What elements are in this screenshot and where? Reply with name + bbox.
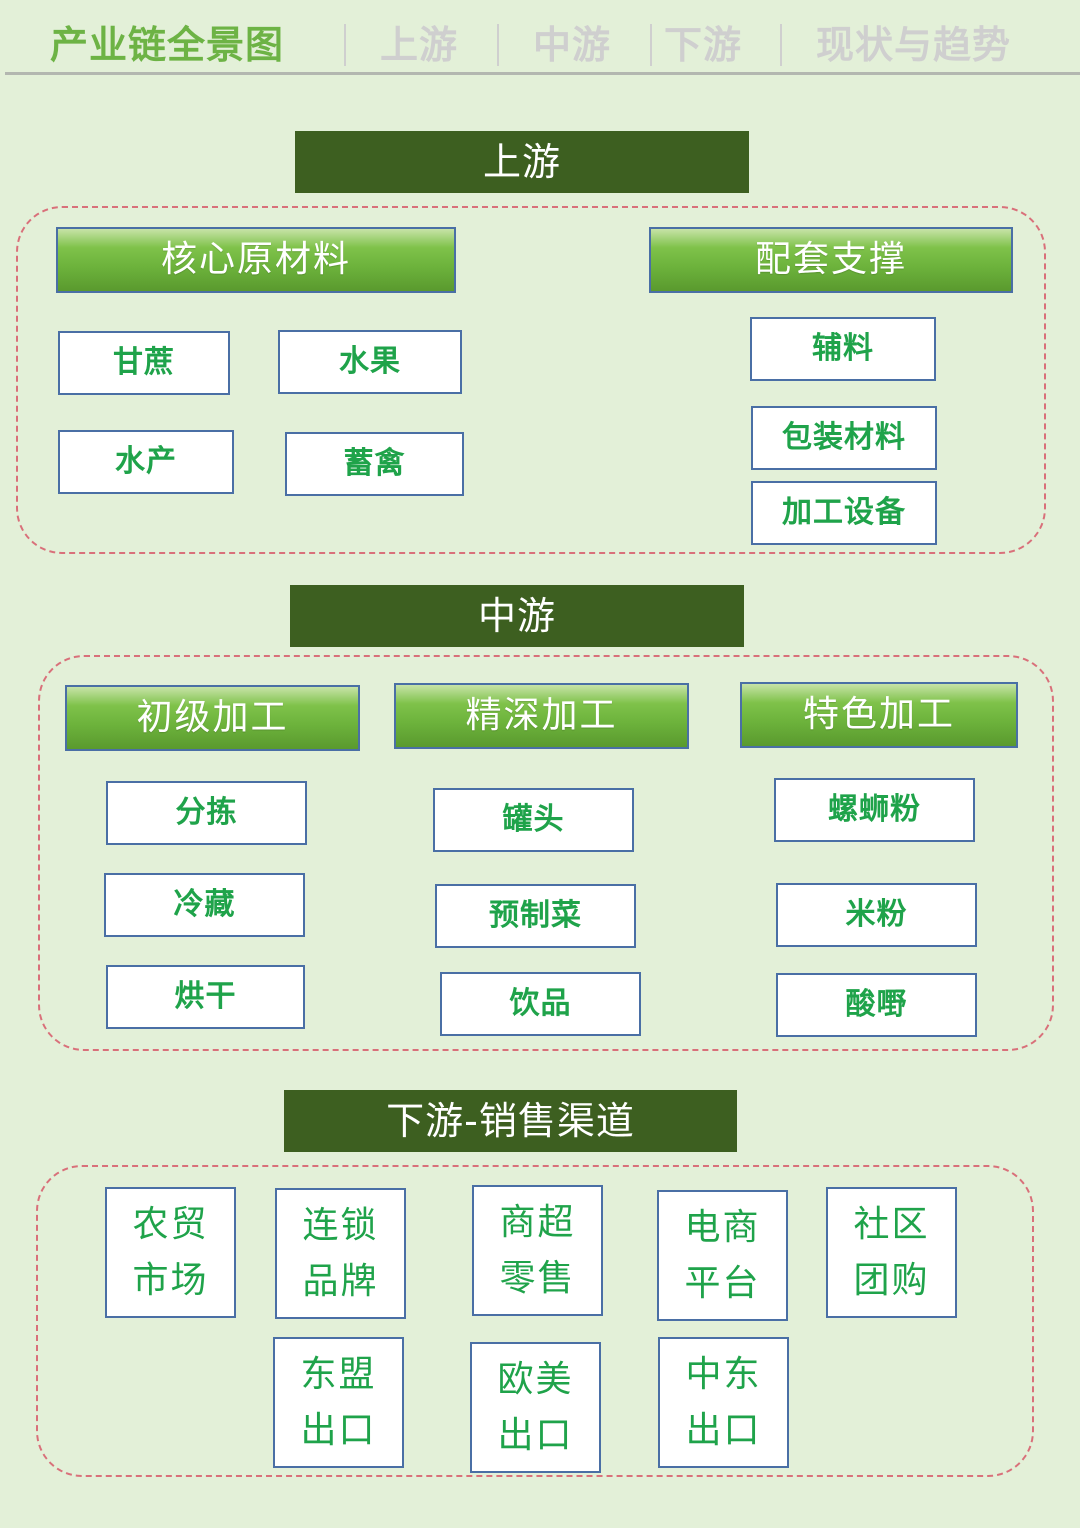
item-prepared-meals: 预制菜 bbox=[435, 884, 636, 948]
nav-tab-overview[interactable]: 产业链全景图 bbox=[50, 23, 285, 67]
item-packaging: 包装材料 bbox=[751, 406, 937, 470]
item-sugarcane: 甘蔗 bbox=[58, 331, 230, 395]
channel-asean-export: 东盟出口 bbox=[273, 1337, 404, 1468]
item-beverages: 饮品 bbox=[440, 972, 641, 1036]
nav-tab-downstream[interactable]: 下游 bbox=[664, 23, 743, 67]
channel-middle-east-export: 中东出口 bbox=[658, 1337, 789, 1468]
category-primary-processing: 初级加工 bbox=[65, 685, 360, 751]
nav-divider bbox=[344, 24, 346, 66]
nav-tab-upstream[interactable]: 上游 bbox=[380, 23, 459, 67]
upstream-group bbox=[16, 206, 1046, 554]
item-auxiliary: 辅料 bbox=[750, 317, 936, 381]
category-specialty-processing: 特色加工 bbox=[740, 682, 1018, 748]
item-aquatic: 水产 bbox=[58, 430, 234, 494]
upstream-banner: 上游 bbox=[295, 131, 749, 193]
item-drying: 烘干 bbox=[106, 965, 305, 1029]
nav-tab-midstream[interactable]: 中游 bbox=[533, 23, 612, 67]
category-core-materials: 核心原材料 bbox=[56, 227, 456, 293]
item-cold-storage: 冷藏 bbox=[104, 873, 305, 937]
nav-divider bbox=[497, 24, 499, 66]
item-equipment: 加工设备 bbox=[751, 481, 937, 545]
channel-community-group-buying: 社区团购 bbox=[826, 1187, 957, 1318]
midstream-banner: 中游 bbox=[290, 585, 744, 647]
item-livestock: 蓄禽 bbox=[285, 432, 464, 496]
downstream-group bbox=[36, 1165, 1034, 1477]
item-canned: 罐头 bbox=[433, 788, 634, 852]
channel-farmers-market: 农贸市场 bbox=[105, 1187, 236, 1318]
category-support: 配套支撑 bbox=[649, 227, 1013, 293]
channel-chain-brands: 连锁品牌 bbox=[275, 1188, 406, 1319]
item-luosifen: 螺蛳粉 bbox=[774, 778, 975, 842]
nav-tab-status-trends[interactable]: 现状与趋势 bbox=[816, 23, 1012, 67]
nav-divider bbox=[780, 24, 782, 66]
item-fruit: 水果 bbox=[278, 330, 462, 394]
channel-ecommerce: 电商平台 bbox=[657, 1190, 788, 1321]
nav-underline bbox=[5, 72, 1080, 75]
category-deep-processing: 精深加工 bbox=[394, 683, 689, 749]
item-rice-noodles: 米粉 bbox=[776, 883, 977, 947]
midstream-group bbox=[38, 655, 1054, 1051]
nav-divider bbox=[650, 24, 652, 66]
downstream-banner: 下游-销售渠道 bbox=[284, 1090, 737, 1152]
item-suanye: 酸嘢 bbox=[776, 973, 977, 1037]
top-navigation: 产业链全景图 上游 中游 下游 现状与趋势 bbox=[0, 0, 1080, 76]
channel-europe-us-export: 欧美出口 bbox=[470, 1342, 601, 1473]
item-sorting: 分拣 bbox=[106, 781, 307, 845]
channel-supermarket-retail: 商超零售 bbox=[472, 1185, 603, 1316]
